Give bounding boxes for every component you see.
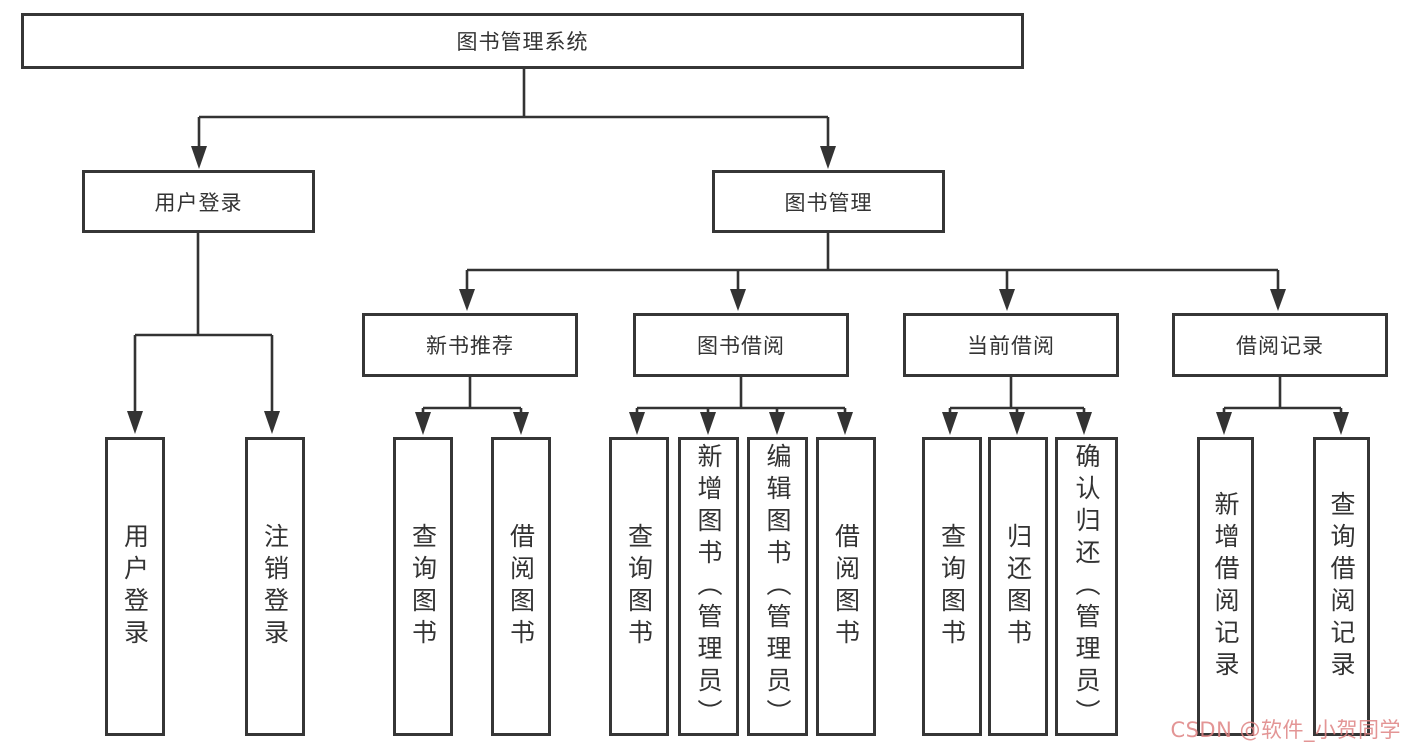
node-label: 确认归还（管理员）: [1072, 442, 1101, 731]
leaf-borrow-books: 借阅图书: [816, 437, 876, 736]
node-label: 归还图书: [1003, 522, 1033, 651]
node-book-management: 图书管理: [712, 170, 945, 233]
node-label: 借阅图书: [831, 522, 861, 651]
csdn-watermark: CSDN @软件_小贺同学: [1170, 718, 1401, 742]
node-current-borrowing: 当前借阅: [903, 313, 1119, 377]
node-label: 查询借阅记录: [1327, 490, 1356, 683]
leaf-query-books-current: 查询图书: [922, 437, 982, 736]
node-label: 图书借阅: [697, 334, 785, 358]
node-label: 借阅图书: [506, 522, 536, 651]
leaf-confirm-return-admin: 确认归还（管理员）: [1055, 437, 1118, 736]
node-label: 新增图书（管理员）: [694, 442, 723, 731]
leaf-user-login: 用户登录: [105, 437, 165, 736]
leaf-query-borrow-record: 查询借阅记录: [1313, 437, 1370, 736]
leaf-edit-book-admin: 编辑图书（管理员）: [747, 437, 808, 736]
leaf-logout: 注销登录: [245, 437, 305, 736]
node-label: 当前借阅: [967, 334, 1055, 358]
node-label: 用户登录: [120, 522, 150, 651]
leaf-return-book: 归还图书: [988, 437, 1048, 736]
node-label: 查询图书: [408, 522, 438, 651]
leaf-add-book-admin: 新增图书（管理员）: [678, 437, 739, 736]
node-label: 新书推荐: [426, 334, 514, 358]
leaf-query-books-borrow: 查询图书: [609, 437, 669, 736]
node-new-book-recommend: 新书推荐: [362, 313, 578, 377]
node-label: 查询图书: [937, 522, 967, 651]
leaf-add-borrow-record: 新增借阅记录: [1197, 437, 1254, 736]
node-root-library-system: 图书管理系统: [21, 13, 1024, 69]
leaf-borrow-books-recommend: 借阅图书: [491, 437, 551, 736]
node-label: 图书管理: [784, 190, 873, 215]
leaf-query-books-recommend: 查询图书: [393, 437, 453, 736]
node-label: 图书管理系统: [456, 30, 589, 54]
node-label: 编辑图书（管理员）: [763, 442, 792, 731]
node-label: 用户登录: [154, 190, 243, 215]
node-label: 新增借阅记录: [1211, 490, 1240, 683]
arrowhead-icons: [127, 146, 1349, 435]
node-borrowing-records: 借阅记录: [1172, 313, 1388, 377]
node-label: 借阅记录: [1236, 334, 1324, 358]
node-book-borrowing: 图书借阅: [633, 313, 849, 377]
node-label: 查询图书: [624, 522, 654, 651]
node-user-login: 用户登录: [82, 170, 315, 233]
node-label: 注销登录: [260, 522, 290, 651]
